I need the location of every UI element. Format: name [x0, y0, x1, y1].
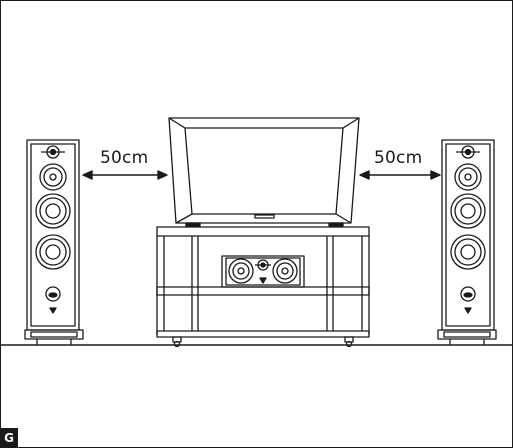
left-distance-arrow: [82, 170, 168, 180]
television: [168, 117, 360, 227]
figure-letter-badge: G: [0, 428, 18, 448]
left-speaker: [24, 139, 84, 345]
right-distance-arrow: [359, 170, 441, 180]
right-distance-label: 50cm: [374, 148, 423, 168]
center-speaker: [221, 255, 305, 288]
right-speaker: [437, 139, 497, 345]
left-distance-label: 50cm: [100, 148, 149, 168]
